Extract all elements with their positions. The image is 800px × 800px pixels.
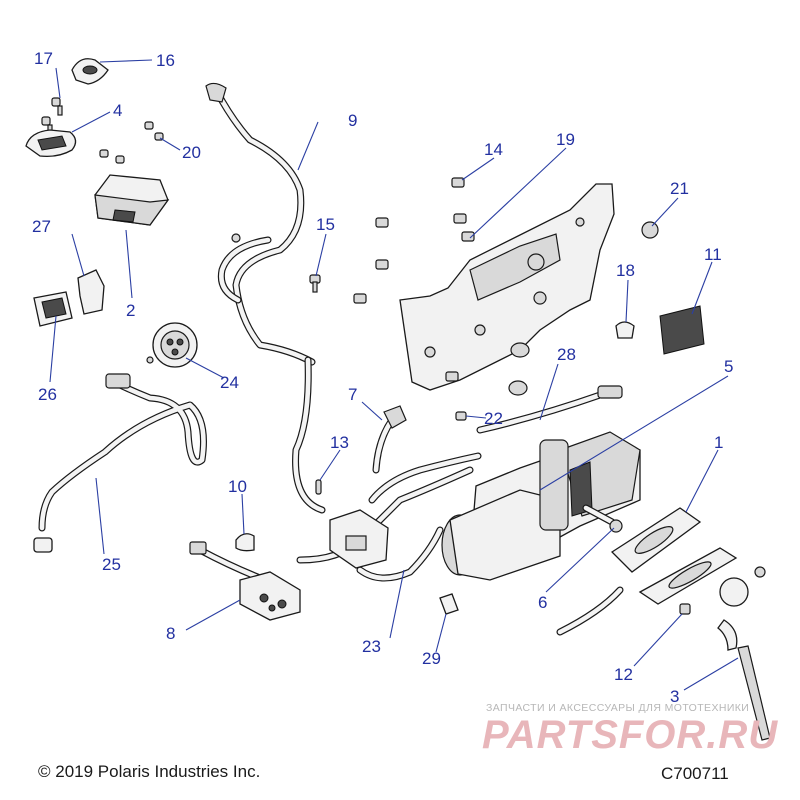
copyright-text: © 2019 Polaris Industries Inc.: [38, 762, 261, 781]
part-fairlead-plate: [638, 547, 766, 605]
callout-23: 23: [362, 637, 381, 656]
part-20-screws: [99, 121, 164, 164]
part-21-nut: [641, 221, 659, 239]
part-25-harness: [33, 373, 207, 553]
callout-16: 16: [156, 51, 175, 70]
part-13-bolt: [315, 479, 322, 495]
callout-1: 1: [714, 433, 723, 452]
part-24-plug: [146, 322, 198, 368]
part-17-screws: [41, 97, 63, 135]
callout-14: 14: [484, 140, 503, 159]
part-11-label: [659, 305, 705, 355]
callout-leader-lines: [49, 59, 739, 691]
callout-12: 12: [614, 665, 633, 684]
part-7-boot: [372, 405, 407, 474]
callout-29: 29: [422, 649, 441, 668]
part-2-control-module: [94, 174, 170, 226]
part-1-fairlead: [610, 507, 702, 573]
watermark-logo: PARTSFOR.RU: [482, 713, 779, 757]
callout-28: 28: [557, 345, 576, 364]
part-16-clip: [71, 58, 109, 85]
part-5-winch: [441, 431, 641, 581]
callout-labels: 17 16 4 20 9 14 19 21 18 11 15 27 2 26 2…: [32, 49, 733, 706]
callout-8: 8: [166, 624, 175, 643]
part-22-bolt: [455, 411, 467, 421]
callout-17: 17: [34, 49, 53, 68]
part-27-bracket: [77, 269, 105, 315]
callout-15: 15: [316, 215, 335, 234]
callout-19: 19: [556, 130, 575, 149]
callout-4: 4: [113, 101, 122, 120]
callout-3: 3: [670, 687, 679, 706]
figure-id: C700711: [661, 764, 729, 783]
callout-24: 24: [220, 373, 239, 392]
callout-10: 10: [228, 477, 247, 496]
callout-27: 27: [32, 217, 51, 236]
part-26-rocker-switch: [33, 291, 73, 327]
part-19-mounting-plate: [399, 183, 615, 391]
callout-20: 20: [182, 143, 201, 162]
callout-6: 6: [538, 593, 547, 612]
part-18-clip: [615, 321, 635, 339]
part-29-connector: [439, 593, 459, 615]
watermark-tagline: ЗАПЧАСТИ И АКСЕССУАРЫ ДЛЯ МОТОТЕХНИКИ: [486, 702, 750, 714]
callout-2: 2: [126, 301, 135, 320]
part-14-bolts: [353, 177, 475, 382]
callout-11: 11: [704, 245, 722, 264]
part-23-cables: [296, 452, 482, 582]
part-15-bolt: [309, 274, 321, 293]
part-6-lug: [582, 504, 623, 533]
part-grommets: [508, 342, 530, 396]
callout-9: 9: [348, 111, 357, 130]
part-12-bolt: [679, 603, 691, 615]
part-8-contactor: [189, 541, 301, 621]
part-10-clamp: [235, 533, 255, 552]
callout-7: 7: [348, 385, 357, 404]
callout-25: 25: [102, 555, 121, 574]
callout-21: 21: [670, 179, 689, 198]
callout-18: 18: [616, 261, 635, 280]
part-28-strap: [476, 385, 623, 434]
part-3-hook: [556, 577, 771, 741]
part-9-battery-cable: [205, 82, 326, 514]
callout-22: 22: [484, 409, 503, 428]
part-4-switch: [25, 129, 77, 158]
callout-13: 13: [330, 433, 349, 452]
callout-26: 26: [38, 385, 57, 404]
callout-5: 5: [724, 357, 733, 376]
